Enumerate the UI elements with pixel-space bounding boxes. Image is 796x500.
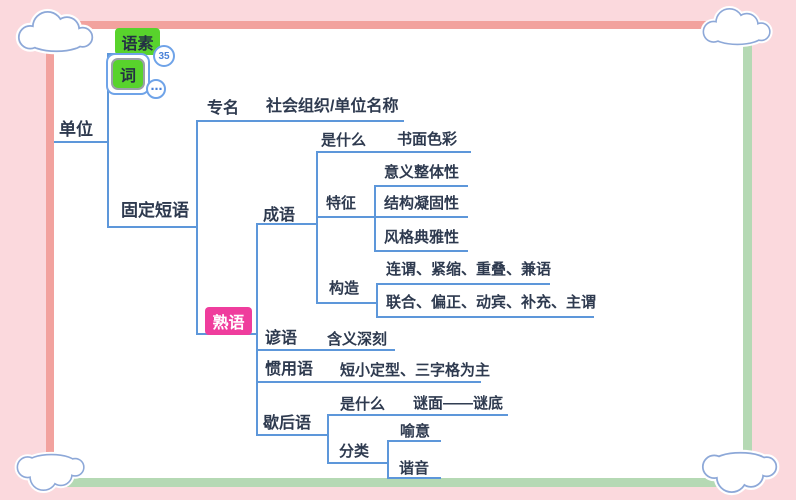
node-guanyongyu-note[interactable]: 短小定型、三字格为主 (340, 362, 491, 379)
node-yanyu-note[interactable]: 含义深刻 (327, 331, 388, 348)
node-shuyu-label: 熟语 (212, 315, 245, 332)
node-xiehouyu-class[interactable]: 分类 (339, 443, 370, 460)
more-badge[interactable]: ⋯ (146, 79, 166, 99)
node-chengyu-what[interactable]: 是什么 (321, 132, 367, 149)
node-morpheme-label: 语素 (121, 35, 154, 53)
node-word-selected[interactable]: 词 (106, 53, 150, 95)
node-proper-name-note[interactable]: 社会组织/单位名称 (266, 98, 399, 115)
mindmap-panel (46, 21, 752, 487)
node-xiehouyu[interactable]: 歇后语 (263, 415, 312, 432)
node-word[interactable]: 词 (111, 58, 145, 90)
more-badge-label: ⋯ (150, 82, 163, 96)
node-structure-row1[interactable]: 连谓、紧缩、重叠、兼语 (386, 261, 552, 278)
node-proper-name[interactable]: 专名 (207, 100, 240, 117)
count-badge-label: 35 (158, 50, 170, 62)
node-structure[interactable]: 构造 (329, 280, 360, 297)
node-class-homophone[interactable]: 谐音 (399, 460, 430, 477)
node-guanyongyu[interactable]: 惯用语 (265, 361, 314, 378)
node-features[interactable]: 特征 (326, 195, 357, 212)
node-morpheme[interactable]: 语素 (115, 28, 160, 55)
node-yanyu[interactable]: 谚语 (265, 330, 298, 347)
node-feature-fixed[interactable]: 结构凝固性 (384, 195, 460, 212)
node-feature-integrity[interactable]: 意义整体性 (384, 164, 460, 181)
node-feature-elegant[interactable]: 风格典雅性 (384, 229, 460, 246)
node-structure-row2[interactable]: 联合、偏正、动宾、补充、主谓 (386, 294, 597, 311)
node-shuyu[interactable]: 熟语 (205, 307, 252, 335)
node-chengyu-what-note[interactable]: 书面色彩 (397, 131, 458, 148)
node-xiehouyu-what-note[interactable]: 谜面——谜底 (413, 395, 504, 412)
node-word-label: 词 (119, 68, 136, 85)
node-class-metaphor[interactable]: 喻意 (400, 423, 431, 440)
node-fixed-phrase[interactable]: 固定短语 (121, 201, 189, 220)
node-unit[interactable]: 单位 (59, 120, 93, 139)
node-xiehouyu-what[interactable]: 是什么 (340, 396, 386, 413)
count-badge[interactable]: 35 (153, 45, 175, 67)
node-chengyu[interactable]: 成语 (263, 207, 296, 224)
